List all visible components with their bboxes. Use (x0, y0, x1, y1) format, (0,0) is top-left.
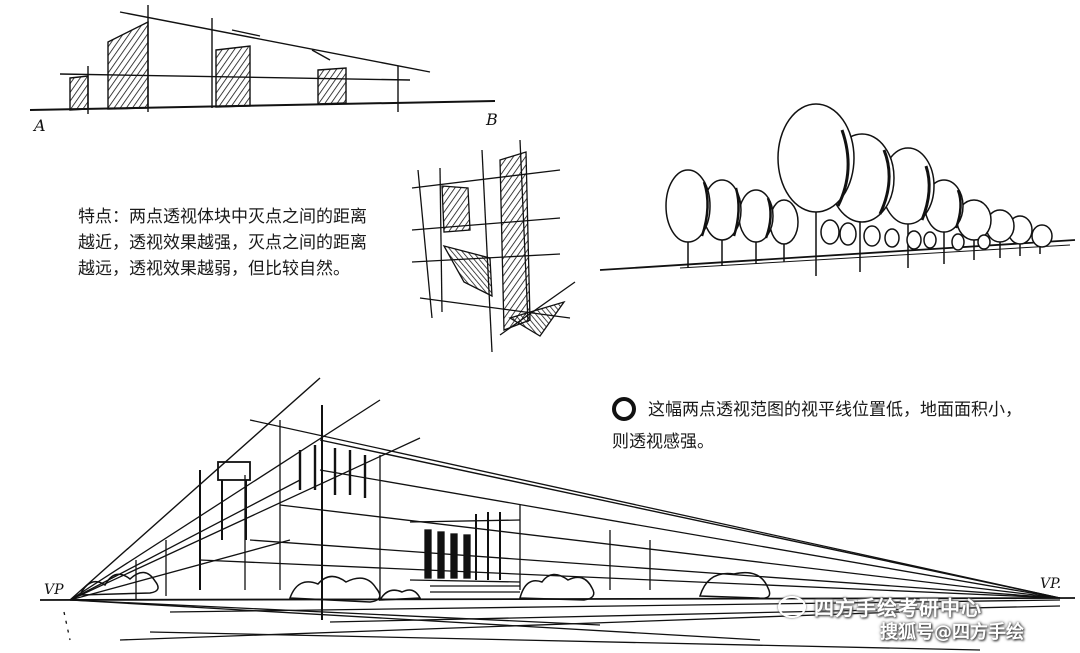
vp-left-label: VP (44, 582, 64, 598)
horizon-note: 这幅两点透视范图的视平线位置低，地面面积小，则透视感强。 (612, 394, 1032, 458)
ring-bullet-icon (612, 397, 636, 421)
point-a-label: A (34, 116, 46, 135)
feature-note: 特点：两点透视体块中灭点之间的距离越近，透视效果越强，灭点之间的距离越远，透视效… (78, 207, 367, 279)
tree-row-sketch (599, 103, 1076, 276)
wechat-watermark-text: 四方手绘考研中心 (814, 596, 982, 620)
wechat-icon (778, 596, 806, 618)
h-block-sketch (411, 139, 576, 353)
building-perspective-sketch (39, 377, 1076, 651)
sohu-watermark: 搜狐号@四方手绘 (880, 622, 1024, 643)
horizon-note-text: 这幅两点透视范图的视平线位置低，地面面积小，则透视感强。 (612, 400, 1022, 452)
point-b-label: B (486, 110, 498, 129)
block-row-sketch (29, 5, 496, 114)
wechat-watermark: 四方手绘考研中心 (778, 592, 982, 621)
vp-right-label: VP. (1040, 576, 1062, 592)
